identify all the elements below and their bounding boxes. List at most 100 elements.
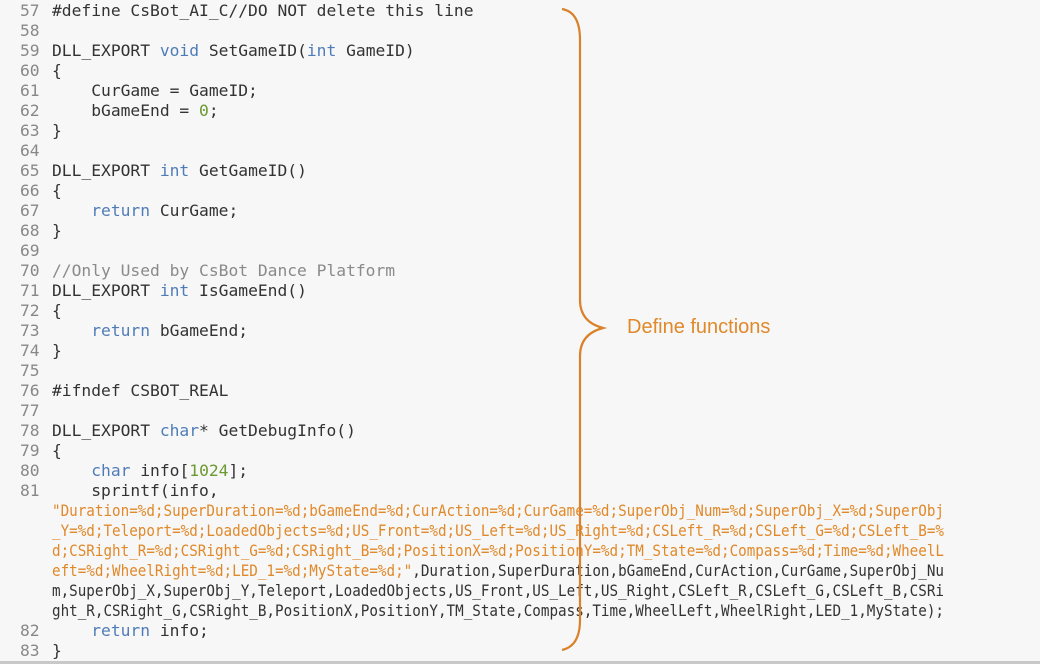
code-line: 60 { <box>0 61 1040 81</box>
line-number: 74 <box>20 341 40 360</box>
code-line-continuation: _Y=%d;Teleport=%d;LoadedObjects=%d;US_Fr… <box>0 521 1040 541</box>
wrapped-code: m,SuperObj_X,SuperObj_Y,Teleport,LoadedO… <box>52 581 944 601</box>
line-number: 58 <box>20 21 40 40</box>
code-line: 69 <box>0 241 1040 261</box>
line-number: 81 <box>20 481 40 500</box>
code-token-plain: ,Duration,SuperDuration,bGameEnd,CurActi… <box>412 561 945 580</box>
code-line: 82 return info; <box>0 621 1040 641</box>
code-token-kw: void <box>159 41 200 60</box>
line-number: 83 <box>20 641 40 660</box>
line-number: 64 <box>20 141 40 160</box>
code-line: 76 #ifndef CSBOT_REAL <box>0 381 1040 401</box>
code-token-plain: CurGame = GameID; <box>52 81 258 100</box>
wrapped-code: d;CSRight_R=%d;CSRight_G=%d;CSRight_B=%d… <box>52 541 944 561</box>
code-token-plain: SetGameID( <box>199 41 307 60</box>
code-token-com: //Only Used by CsBot Dance Platform <box>52 261 396 280</box>
line-number: 63 <box>20 121 40 140</box>
code-token-plain: m,SuperObj_X,SuperObj_Y,Teleport,LoadedO… <box>52 581 945 600</box>
code-token-plain: } <box>52 641 62 660</box>
code-token-plain: ]; <box>228 461 249 480</box>
code-token-kw: int <box>306 41 337 60</box>
line-number: 80 <box>20 461 40 480</box>
code-token-kw: return <box>91 621 151 640</box>
code-line: 83} <box>0 641 1040 661</box>
code-line: 61 CurGame = GameID; <box>0 81 1040 101</box>
code-token-plain: CurGame; <box>150 201 239 220</box>
code-line: 65 DLL_EXPORT int GetGameID() <box>0 161 1040 181</box>
code-line: 72 { <box>0 301 1040 321</box>
code-line: 63} <box>0 121 1040 141</box>
code-token-plain: ; <box>208 101 219 120</box>
code-token-plain: bGameEnd; <box>150 321 249 340</box>
line-number: 65 <box>20 161 40 180</box>
line-number: 62 <box>20 101 40 120</box>
code-token-plain: DLL_EXPORT <box>52 281 160 300</box>
wrapped-code: _Y=%d;Teleport=%d;LoadedObjects=%d;US_Fr… <box>52 521 944 541</box>
line-number: 61 <box>20 81 40 100</box>
line-number: 77 <box>20 401 40 420</box>
wrapped-code: ght_R,CSRight_G,CSRight_B,PositionX,Posi… <box>52 601 944 621</box>
line-number: 69 <box>20 241 40 260</box>
line-number: 71 <box>20 281 40 300</box>
code-token-plain: DLL_EXPORT <box>52 161 160 180</box>
code-token-kw: int <box>159 281 190 300</box>
code-line: 79 { <box>0 441 1040 461</box>
line-number: 82 <box>20 621 40 640</box>
code-token-str: _Y=%d;Teleport=%d;LoadedObjects=%d;US_Fr… <box>52 521 945 540</box>
code-line: 58 <box>0 21 1040 41</box>
code-token-plain: info[ <box>130 461 190 480</box>
code-line: 81 sprintf(info, <box>0 481 1040 501</box>
line-number: 68 <box>20 221 40 240</box>
code-token-plain: GameID) <box>336 41 415 60</box>
line-number: 70 <box>20 261 40 280</box>
code-token-plain: #define CsBot_AI_C//DO NOT delete this l… <box>52 1 474 20</box>
code-token-kw: int <box>159 161 190 180</box>
code-token-kw: char <box>159 421 200 440</box>
code-line: 68} <box>0 221 1040 241</box>
code-line: 74} <box>0 341 1040 361</box>
code-line: 62 bGameEnd = 0; <box>0 101 1040 121</box>
code-line-continuation: d;CSRight_R=%d;CSRight_G=%d;CSRight_B=%d… <box>0 541 1040 561</box>
code-line: 75 <box>0 361 1040 381</box>
annotation-label: Define functions <box>627 316 771 338</box>
code-token-plain: info; <box>150 621 209 640</box>
brace-icon <box>561 7 608 652</box>
code-token-plain: { <box>52 61 62 80</box>
wrapped-code: eft=%d;WheelRight=%d;LED_1=%d;MyState=%d… <box>52 561 944 581</box>
code-line-continuation: m,SuperObj_X,SuperObj_Y,Teleport,LoadedO… <box>0 581 1040 601</box>
code-token-plain: DLL_EXPORT <box>52 41 160 60</box>
line-number: 75 <box>20 361 40 380</box>
code-line: 71 DLL_EXPORT int IsGameEnd() <box>0 281 1040 301</box>
bottom-border <box>0 661 1040 664</box>
code-token-plain: } <box>52 121 62 140</box>
code-token-plain: { <box>52 181 62 200</box>
code-token-plain: { <box>52 301 62 320</box>
line-number: 60 <box>20 61 40 80</box>
code-token-str: d;CSRight_R=%d;CSRight_G=%d;CSRight_B=%d… <box>52 541 945 560</box>
code-token-kw: char <box>91 461 131 480</box>
code-line: 67 return CurGame; <box>0 201 1040 221</box>
code-token-plain: #ifndef CSBOT_REAL <box>52 381 229 400</box>
line-number: 76 <box>20 381 40 400</box>
code-token-kw: return <box>91 321 151 340</box>
wrapped-code: "Duration=%d;SuperDuration=%d;bGameEnd=%… <box>52 501 944 521</box>
code-token-plain: IsGameEnd() <box>189 281 307 300</box>
line-number: 72 <box>20 301 40 320</box>
code-token-plain: } <box>52 221 62 240</box>
line-number: 79 <box>20 441 40 460</box>
code-token-plain: { <box>52 441 62 460</box>
code-token-plain: DLL_EXPORT <box>52 421 160 440</box>
code-token-kw: return <box>91 201 151 220</box>
code-line: 66{ <box>0 181 1040 201</box>
code-token-str: eft=%d;WheelRight=%d;LED_1=%d;MyState=%d… <box>52 561 413 580</box>
code-token-plain: GetGameID() <box>189 161 307 180</box>
code-token-plain: * GetDebugInfo() <box>199 421 356 440</box>
code-line-continuation: "Duration=%d;SuperDuration=%d;bGameEnd=%… <box>0 501 1040 521</box>
code-line: 57#define CsBot_AI_C//DO NOT delete this… <box>0 1 1040 21</box>
code-token-plain: sprintf(info, <box>52 481 219 500</box>
code-line-continuation: ght_R,CSRight_G,CSRight_B,PositionX,Posi… <box>0 601 1040 621</box>
